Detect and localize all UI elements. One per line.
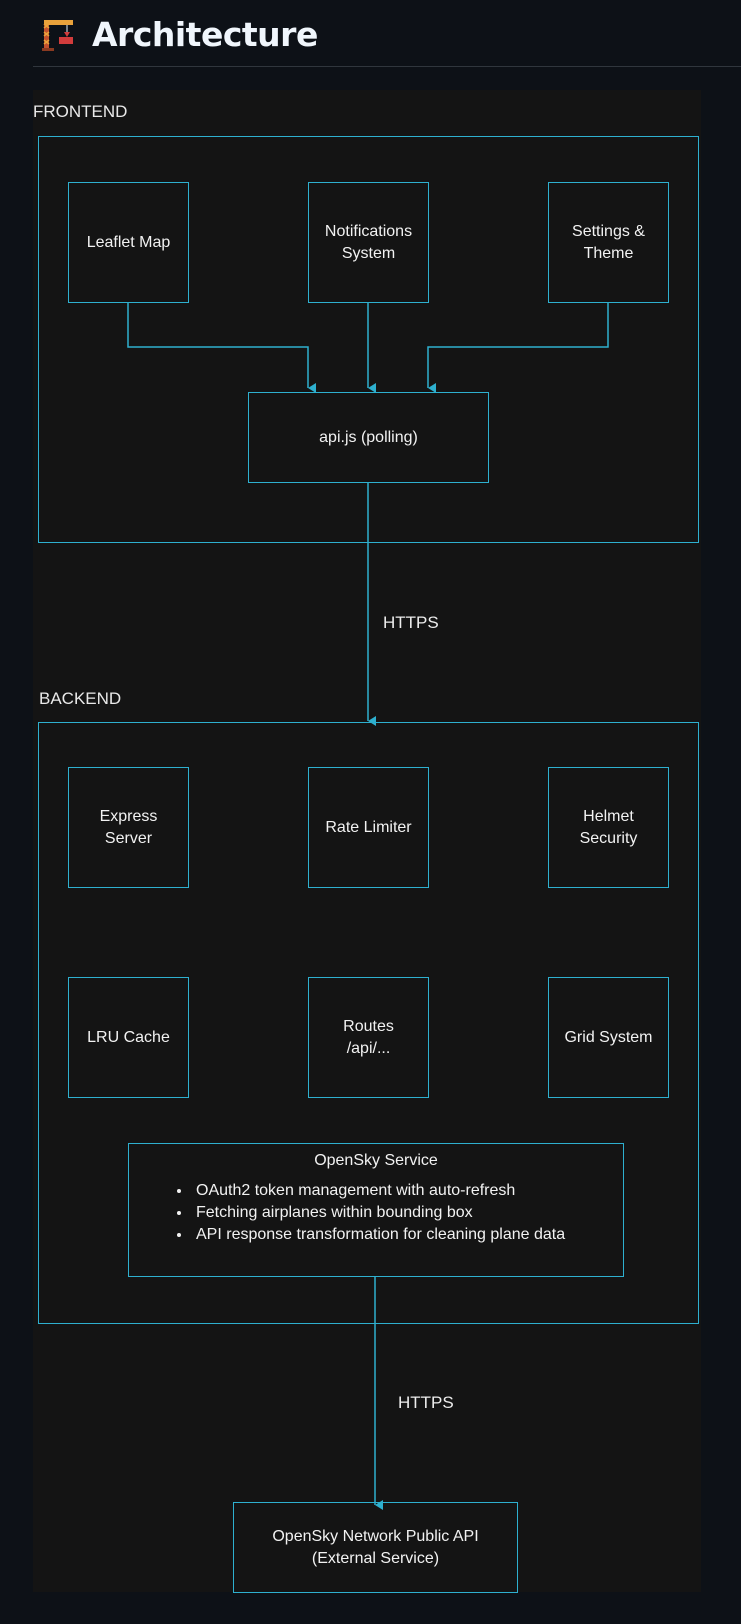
page-header: Architecture (33, 0, 741, 67)
opensky-service-title: OpenSky Service (314, 1152, 438, 1169)
backend-label: BACKEND (39, 689, 122, 708)
settings-theme-box: Settings & Theme (548, 182, 669, 303)
construction-crane-icon (42, 20, 73, 51)
opensky-service-features: OAuth2 token management with auto-refres… (129, 1180, 623, 1246)
https-label-backend-external: HTTPS (398, 1393, 454, 1412)
helmet-security-box: Helmet Security (548, 767, 669, 888)
frontend-frame (38, 136, 699, 543)
frontend-label: FRONTEND (33, 102, 128, 121)
grid-system-box: Grid System (548, 977, 669, 1098)
routes-box: Routes /api/... (308, 977, 429, 1098)
list-item: API response transformation for cleaning… (192, 1224, 623, 1246)
architecture-diagram: FRONTEND Leaflet Map Notifications Syste… (33, 90, 701, 1593)
backend-frame (38, 722, 699, 1324)
opensky-service-box: OpenSky Service OAuth2 token management … (128, 1143, 624, 1277)
external-api-box: OpenSky Network Public API (External Ser… (233, 1502, 518, 1593)
list-item: Fetching airplanes within bounding box (192, 1202, 623, 1224)
list-item: OAuth2 token management with auto-refres… (192, 1180, 623, 1202)
edge-settings-to-api (427, 302, 609, 393)
page-title: Architecture (92, 15, 318, 54)
edge-map-to-api (127, 302, 316, 393)
notifications-system-box: Notifications System (308, 182, 429, 303)
api-polling-box: api.js (polling) (248, 392, 489, 483)
rate-limiter-box: Rate Limiter (308, 767, 429, 888)
https-label-frontend-backend: HTTPS (383, 613, 439, 632)
connector-lines (127, 302, 609, 1510)
express-server-box: Express Server (68, 767, 189, 888)
leaflet-map-box: Leaflet Map (68, 182, 189, 303)
lru-cache-box: LRU Cache (68, 977, 189, 1098)
